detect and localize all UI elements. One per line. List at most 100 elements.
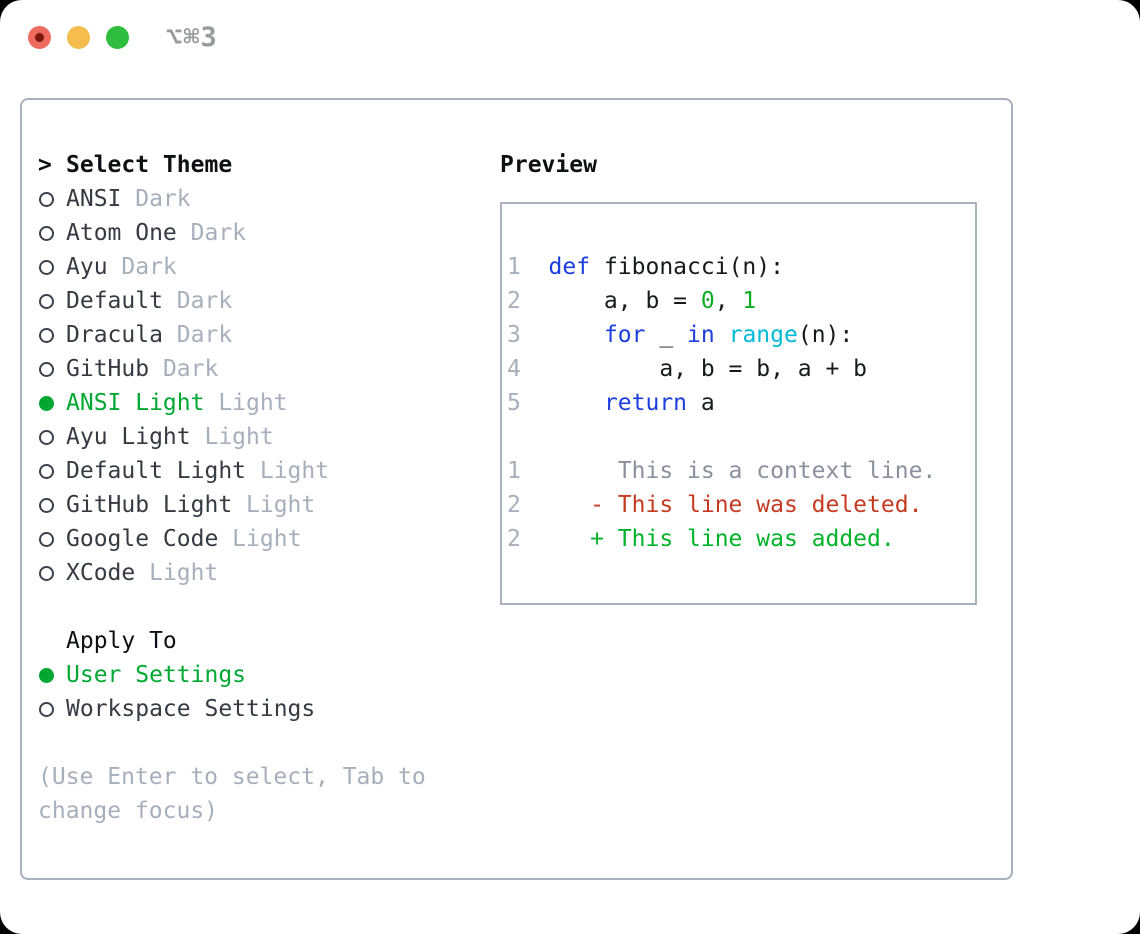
preview-column: Preview 1 def fibonacci(n): 2 a, b = 0, 1…: [500, 148, 977, 605]
radio-unselected-icon: [38, 701, 66, 717]
apply-to-option[interactable]: User Settings: [38, 658, 426, 692]
item-label: Dracula: [66, 322, 163, 348]
code-token: fibonacci(n):: [590, 254, 784, 280]
item-variant-tag: Light: [204, 390, 288, 416]
radio-unselected-icon: [38, 565, 66, 581]
select-theme-title: Select Theme: [66, 152, 233, 178]
line-number: 3: [507, 322, 521, 348]
radio-unselected-icon: [38, 497, 66, 513]
preview-line: 4 a, b = b, a + b: [507, 352, 975, 386]
theme-item[interactable]: ANSI Light Light: [38, 386, 426, 420]
theme-item[interactable]: Default Dark: [38, 284, 426, 318]
hint-text: (Use Enter to select, Tab to change focu…: [38, 760, 426, 828]
line-number: 2: [507, 288, 521, 314]
code-token: in: [687, 322, 715, 348]
code-token: range: [728, 322, 798, 348]
theme-item[interactable]: Ayu Light Light: [38, 420, 426, 454]
close-button-dot-icon: [35, 33, 44, 42]
radio-selected-icon: [38, 395, 66, 411]
theme-item[interactable]: Ayu Dark: [38, 250, 426, 284]
item-label: Ayu Light: [66, 424, 191, 450]
code-token: [715, 322, 729, 348]
item-variant-tag: Light: [190, 424, 274, 450]
preview-title: Preview: [500, 152, 597, 178]
theme-item[interactable]: Google Code Light: [38, 522, 426, 556]
item-variant-tag: Dark: [121, 186, 191, 212]
apply-to-option[interactable]: Workspace Settings: [38, 692, 426, 726]
apply-to-header-row: Apply To: [38, 624, 426, 658]
radio-selected-icon: [38, 667, 66, 683]
hint-line-2: change focus): [38, 798, 219, 824]
item-label: ANSI: [66, 186, 122, 212]
line-number: 2: [507, 526, 521, 552]
theme-item[interactable]: GitHub Dark: [38, 352, 426, 386]
code-token: + This line was added.: [520, 526, 895, 552]
item-variant-tag: Light: [246, 458, 330, 484]
code-token: 1: [742, 288, 757, 314]
code-token: ,: [714, 288, 743, 314]
line-number: 4: [507, 356, 521, 382]
line-number: 5: [507, 390, 521, 416]
preview-line: [507, 420, 975, 454]
theme-item[interactable]: XCode Light: [38, 556, 426, 590]
radio-unselected-icon: [38, 225, 66, 241]
item-label: User Settings: [66, 662, 247, 688]
zoom-button[interactable]: [106, 26, 129, 49]
item-label: Atom One: [66, 220, 177, 246]
code-token: [521, 254, 549, 280]
item-variant-tag: Dark: [162, 322, 233, 348]
radio-unselected-icon: [38, 429, 66, 445]
radio-unselected-icon: [38, 531, 66, 547]
item-label: ANSI Light: [66, 390, 205, 416]
item-variant-tag: Light: [135, 560, 219, 586]
line-number: 1: [507, 458, 521, 484]
code-token: (n):: [797, 322, 854, 348]
code-token: This is a context line.: [520, 458, 937, 484]
item-label: Default: [66, 288, 163, 314]
apply-to-title: Apply To: [66, 628, 177, 654]
radio-unselected-icon: [38, 191, 66, 207]
item-variant-tag: Dark: [107, 254, 177, 280]
theme-item[interactable]: Dracula Dark: [38, 318, 426, 352]
minimize-button[interactable]: [67, 26, 90, 49]
radio-unselected-icon: [38, 463, 66, 479]
code-token: return: [603, 390, 688, 416]
preview-line: 2 - This line was deleted.: [507, 488, 975, 522]
code-token: a, b =: [520, 288, 701, 314]
item-variant-tag: Dark: [176, 220, 247, 246]
preview-line: 5 return a: [507, 386, 975, 420]
item-label: GitHub Light: [66, 492, 233, 518]
code-token: [521, 390, 604, 416]
code-token: a: [687, 390, 715, 416]
line-number: 1: [507, 254, 521, 280]
item-variant-tag: Light: [218, 526, 302, 552]
close-button[interactable]: [28, 26, 51, 49]
code-token: - This line was deleted.: [520, 492, 923, 518]
preview-line: 3 for _ in range(n):: [507, 318, 975, 352]
line-number: 2: [507, 492, 521, 518]
preview-line: 1 This is a context line.: [507, 454, 975, 488]
hint-line-1: (Use Enter to select, Tab to: [38, 764, 426, 790]
theme-item[interactable]: GitHub Light Light: [38, 488, 426, 522]
theme-item[interactable]: Default Light Light: [38, 454, 426, 488]
code-token: a, b = b, a + b: [520, 356, 868, 382]
radio-unselected-icon: [38, 361, 66, 377]
window-title: ⌥⌘3: [166, 22, 218, 53]
theme-item[interactable]: ANSI Dark: [38, 182, 426, 216]
preview-line: 1 def fibonacci(n):: [507, 250, 975, 284]
prompt-caret-icon: >: [38, 152, 52, 178]
code-token: def: [548, 254, 591, 280]
code-token: 0: [700, 288, 715, 314]
theme-item[interactable]: Atom One Dark: [38, 216, 426, 250]
code-token: [521, 322, 604, 348]
item-variant-tag: Light: [232, 492, 316, 518]
select-theme-header-row: > Select Theme: [38, 148, 426, 182]
radio-unselected-icon: [38, 293, 66, 309]
item-label: Default Light: [66, 458, 247, 484]
item-label: GitHub: [66, 356, 150, 382]
